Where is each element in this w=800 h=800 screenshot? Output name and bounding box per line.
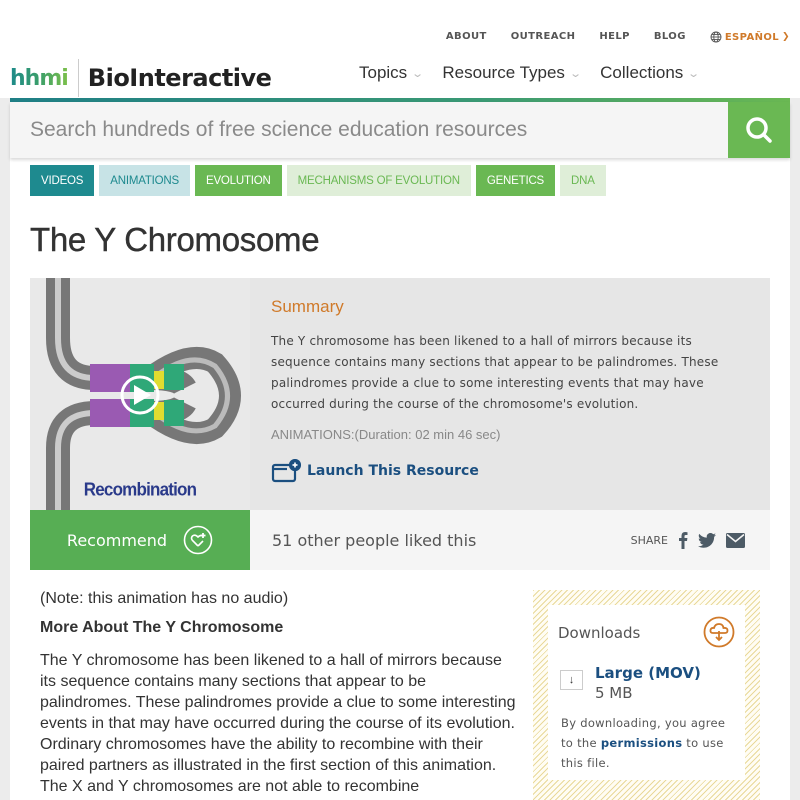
globe-icon [710,31,722,43]
launch-resource-link[interactable]: Launch This Resource [271,459,749,483]
downloads-heading: Downloads [558,624,641,642]
nav-resource-types[interactable]: Resource Types ⌄ [442,63,582,83]
chevron-down-icon: ⌄ [687,67,701,80]
tag-videos[interactable]: VIDEOS [30,165,95,196]
more-about-heading: More About The Y Chromosome [40,619,284,636]
chevron-down-icon: ⌄ [411,67,425,80]
recommend-label: Recommend [66,530,168,550]
hhmi-logo: hhmi [10,65,69,91]
twitter-share-button[interactable] [698,532,716,548]
chromosome-illustration [46,278,241,510]
cloud-download-icon [703,616,735,648]
site-header: ABOUT OUTREACH HELP BLOG ESPAÑOL ❯ hhmi … [0,0,800,98]
chevron-down-icon: ❯ [782,32,790,42]
page-title: The Y Chromosome [30,221,320,258]
search-button[interactable] [728,102,790,158]
nav-label: Topics [359,63,408,82]
terms-text: By downloading, you agree to the [561,716,726,750]
nav-label: Resource Types [442,63,565,82]
description-paragraph: The Y chromosome has been likened to a h… [40,652,516,795]
twitter-icon [698,532,716,548]
video-thumbnail[interactable]: Recombination [30,278,250,510]
utility-nav: ABOUT OUTREACH HELP BLOG ESPAÑOL ❯ [422,31,790,43]
nav-collections[interactable]: Collections ⌄ [600,63,701,83]
recommend-button[interactable]: Recommend [30,510,250,570]
downloads-inner: Downloads ↓ Large (MOV) 5 MB By download… [548,605,745,780]
search-input[interactable] [10,102,728,158]
downloads-box: Downloads ↓ Large (MOV) 5 MB By download… [533,590,760,800]
envelope-icon [726,532,745,548]
tag-mechanisms-of-evolution[interactable]: MECHANISMS OF EVOLUTION [286,165,471,196]
logo-divider [77,59,79,97]
summary-panel: Summary The Y chromosome has been likene… [250,278,770,510]
about-link[interactable]: ABOUT [445,31,487,42]
download-file-link[interactable]: Large (MOV) [595,664,701,682]
nav-topics[interactable]: Topics ⌄ [359,63,425,83]
permissions-link[interactable]: permissions [600,736,683,750]
audio-note: (Note: this animation has no audio) [40,590,289,607]
help-link[interactable]: HELP [599,31,630,42]
resource-meta: ANIMATIONS:(Duration: 02 min 46 sec) [271,427,501,442]
biointeractive-logo: BioInteractive [87,64,272,92]
site-logo[interactable]: hhmi BioInteractive [10,58,272,98]
share-label: SHARE [630,533,668,547]
header-gradient-bar [10,98,790,102]
share-bar: SHARE [631,510,745,570]
thumbnail-caption: Recombination [83,479,197,500]
heart-plus-icon [183,525,213,555]
email-share-button[interactable] [726,532,745,548]
summary-heading: Summary [271,297,344,316]
search-bar [10,102,790,158]
tag-evolution[interactable]: EVOLUTION [194,165,282,196]
language-label: ESPAÑOL [724,31,780,43]
outreach-link[interactable]: OUTREACH [510,31,576,42]
resource-description: (Note: this animation has no audio) More… [40,590,520,797]
nav-label: Collections [600,63,684,82]
download-file-row: ↓ Large (MOV) 5 MB [560,664,735,702]
tag-list: VIDEOS ANIMATIONS EVOLUTION MECHANISMS O… [30,165,606,196]
search-icon [746,117,772,143]
chevron-down-icon: ⌄ [569,67,582,80]
likes-bar: 51 other people liked this SHARE [250,510,770,570]
terms-text: to use this file. [561,736,724,770]
summary-text: The Y chromosome has been likened to a h… [271,334,719,411]
download-file-size: 5 MB [595,684,633,702]
tag-genetics[interactable]: GENETICS [475,165,556,196]
download-arrow-button[interactable]: ↓ [560,670,583,690]
facebook-share-button[interactable] [678,531,688,549]
tag-dna[interactable]: DNA [560,165,606,196]
main-nav: Topics ⌄ Resource Types ⌄ Collections ⌄ [359,63,701,83]
tag-animations[interactable]: ANIMATIONS [99,165,190,196]
launch-label: Launch This Resource [307,463,479,479]
launch-window-icon [271,459,301,483]
facebook-icon [679,532,688,549]
play-icon [120,375,160,415]
blog-link[interactable]: BLOG [653,31,686,42]
download-terms: By downloading, you agree to the permiss… [561,713,735,773]
language-selector[interactable]: ESPAÑOL ❯ [710,31,790,43]
likes-count-text: 51 other people liked this [272,530,477,550]
